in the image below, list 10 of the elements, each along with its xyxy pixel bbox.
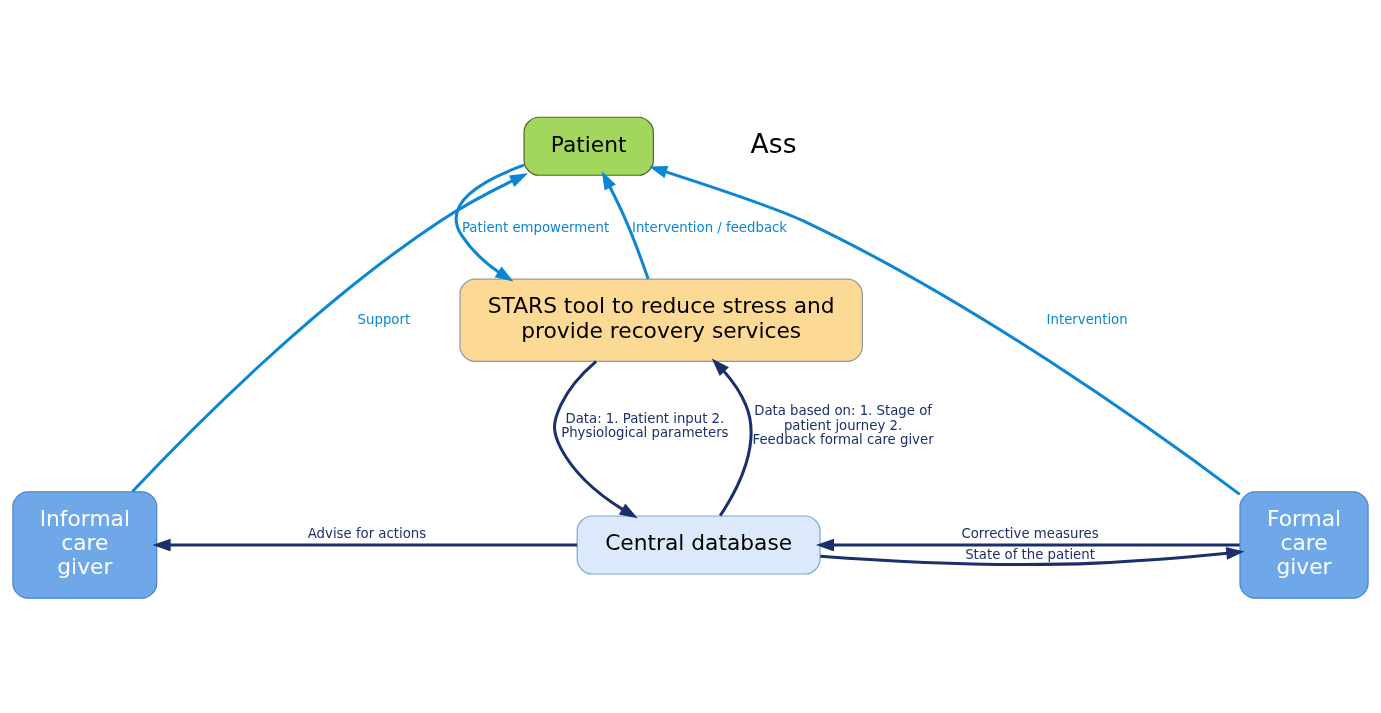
label: Ass bbox=[750, 128, 797, 160]
edge-label: Advise for actions bbox=[307, 525, 427, 541]
edge-label: Intervention / feedback bbox=[632, 219, 788, 235]
edge-label: Data based on: 1. Stage of patient journey 2. Feedback formal care giver bbox=[752, 403, 934, 448]
edge-label: Intervention bbox=[1046, 311, 1128, 327]
edge-label: State of the patient bbox=[965, 547, 1095, 563]
edge-label: Patient empowerment bbox=[461, 219, 610, 235]
edge-label: Corrective measures bbox=[961, 525, 1099, 541]
edge-label: Data: 1. Patient input 2. Physiological parameters bbox=[561, 410, 729, 441]
edge-label: Support bbox=[357, 311, 411, 327]
